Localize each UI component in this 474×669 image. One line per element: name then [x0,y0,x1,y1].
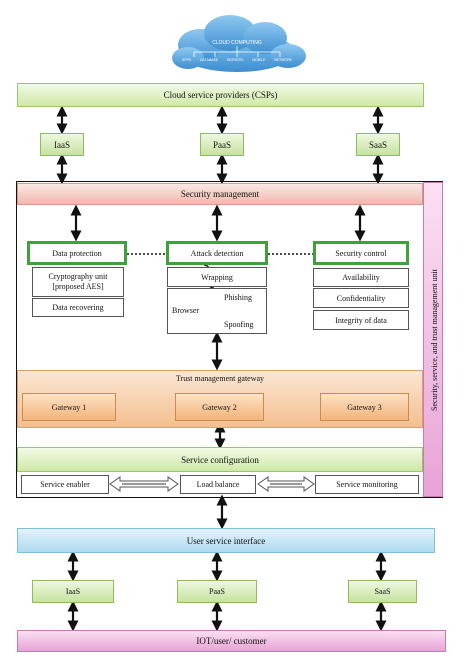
cloud-item: SERVERS [226,58,244,62]
gateway-3-box: Gateway 3 [320,393,409,421]
phishing-label: Phishing [224,293,253,302]
attack-detection-title: Attack detection [166,241,268,265]
cryptography-unit-box: Cryptography unit [proposed AES] [32,267,124,297]
cloud-title: CLOUD COMPUTING [212,40,262,46]
spoofing-label: Spoofing [224,320,254,329]
integrity-box: Integrity of data [313,310,409,330]
csp-bar: Cloud service providers (CSPs) [17,83,424,107]
side-unit-label: Security, service, and trust management … [429,269,439,411]
service-monitoring-box: Service monitoring [315,475,419,494]
load-balance-arrow-left [109,476,179,492]
top-iaas-box: IaaS [40,133,84,156]
load-balance-arrow-right [257,476,315,492]
security-control-title: Security control [313,241,409,265]
trust-gateway-title: Trust management gateway [175,373,265,383]
user-service-interface-bar: User service interface [17,528,435,553]
availability-box: Availability [313,268,409,287]
side-unit-bar: Security, service, and trust management … [423,182,443,497]
service-enabler-box: Service enabler [21,475,109,494]
cloud-items: APPS DATABASE SERVERS MOBILE NETWORK [182,58,292,66]
cloud-item: DATABASE [200,58,219,62]
browser-label: Browser [172,306,200,315]
cloud-item: MOBILE [252,58,266,62]
top-paas-box: PaaS [200,133,244,156]
gateway-1-box: Gateway 1 [22,393,116,421]
wrapping-box: Wrapping [167,267,267,287]
security-management-bar: Security management [17,183,423,205]
cloud-icon [172,15,306,72]
service-configuration-bar: Service configuration [17,447,423,472]
customer-bar: IOT/user/ customer [17,630,446,652]
data-recovering-box: Data recovering [32,298,124,317]
confidentiality-box: Confidentiality [313,288,409,308]
load-balance-box: Load balance [180,475,256,494]
browser-box: Browser Phishing Spoofing [167,288,267,334]
bottom-iaas-box: IaaS [32,580,114,603]
top-saas-box: SaaS [356,133,400,156]
cloud-item: APPS [182,58,192,62]
data-protection-title: Data protection [27,241,127,265]
bottom-saas-box: SaaS [348,580,417,603]
cloud-item: NETWORK [274,58,292,62]
bottom-paas-box: PaaS [177,580,257,603]
gateway-2-box: Gateway 2 [175,393,264,421]
